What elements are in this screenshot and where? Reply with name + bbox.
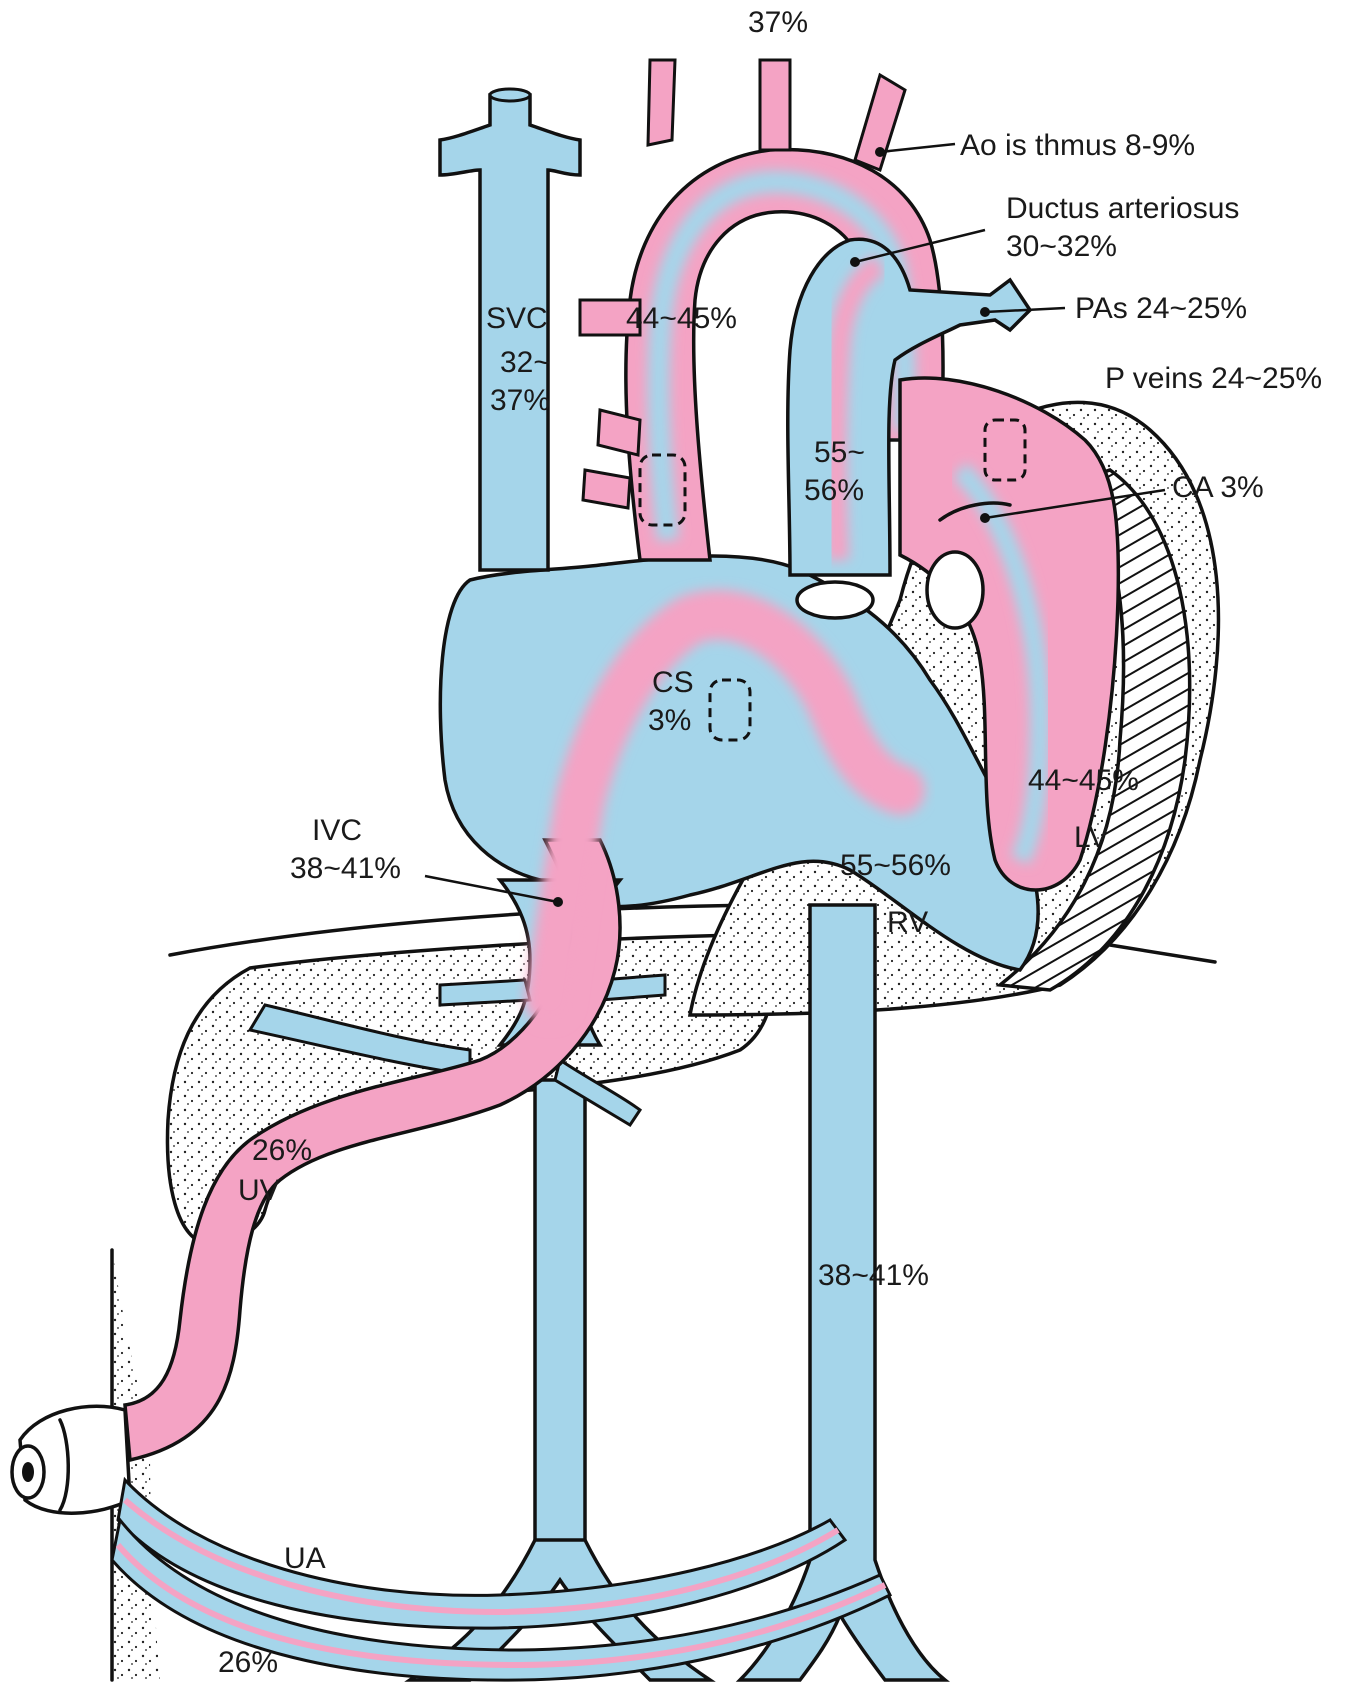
p-veins-label: P veins 24~25%: [1105, 362, 1322, 395]
ductus-value-label: 30~32%: [1006, 230, 1117, 263]
hepatic-veins: [247, 973, 667, 1128]
descending-value-label: 38~41%: [818, 1259, 929, 1292]
umbilical-stump: [10, 1248, 160, 1682]
ivc-name-label: IVC: [312, 814, 362, 847]
pulmonary-trunk: [786, 237, 1033, 577]
umbilical-arteries: [110, 1476, 893, 1682]
ivc-value-label: 38~41%: [290, 852, 401, 885]
diaphragm-line: [168, 903, 1002, 957]
ua-name-label: UA: [284, 1542, 326, 1575]
ductus-title-label: Ductus arteriosus: [1006, 192, 1239, 225]
lv-value-label: 44~45%: [1028, 764, 1139, 797]
svc-value-label-1: 32~: [500, 346, 551, 379]
diagram-labels: 37% Ao is thmus 8-9% Ductus arteriosus 3…: [218, 6, 1322, 1679]
cs-name-label: CS: [652, 666, 694, 699]
rv-name-label: RV: [887, 906, 928, 939]
uv-name-label: UV: [238, 1174, 280, 1207]
pas-label: PAs 24~25%: [1075, 292, 1247, 325]
svc-name-label: SVC: [486, 302, 548, 335]
pa-value-label-1: 55~: [814, 436, 865, 469]
leader-lines: [424, 142, 1166, 907]
svc-value-label-2: 37%: [490, 384, 550, 417]
svc-vessel: [438, 87, 582, 572]
ao-isthmus-label: Ao is thmus 8-9%: [960, 129, 1195, 162]
diaphragm-line-right: [1108, 943, 1217, 964]
rv-value-label: 55~56%: [840, 849, 951, 882]
aorta-value-label: 44~45%: [626, 302, 737, 335]
lv-name-label: LV: [1074, 821, 1108, 854]
pa-value-label-2: 56%: [804, 474, 864, 507]
ivc-stream: [525, 589, 925, 1025]
ua-value-label: 26%: [218, 1646, 278, 1679]
top-vessels-label: 37%: [748, 6, 808, 39]
valve-outlines: [638, 418, 1027, 742]
cs-value-label: 3%: [648, 704, 691, 737]
ca-label: CA 3%: [1172, 471, 1264, 504]
left-ventricle-wall: [995, 468, 1192, 992]
uv-value-label: 26%: [252, 1134, 312, 1167]
